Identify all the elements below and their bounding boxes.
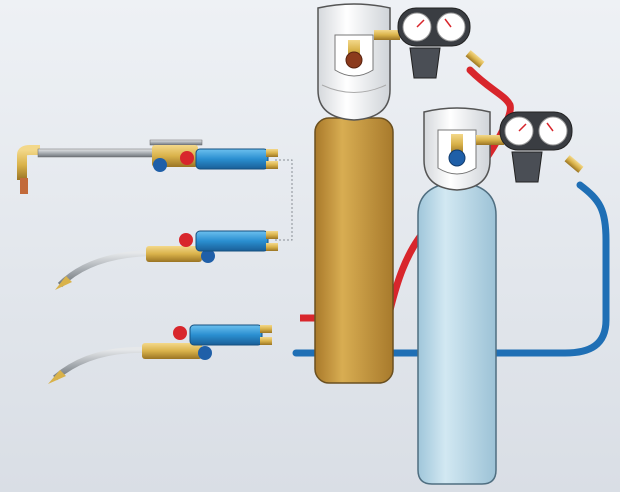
oxygen-valve xyxy=(451,134,463,154)
interchangeable-bracket xyxy=(275,159,293,241)
fuel-valve-knob xyxy=(179,233,193,247)
acetylene-regulator xyxy=(374,7,485,79)
welding-torch-lower xyxy=(48,324,272,384)
oxygen-regulator xyxy=(476,111,584,183)
oxygen-valve-knob xyxy=(448,149,466,167)
oxygen-cylinder xyxy=(417,107,497,485)
welding-tip xyxy=(48,370,66,384)
cutting-nozzle xyxy=(20,178,28,194)
blue-hose xyxy=(292,181,610,357)
oxygen-valve-knob xyxy=(198,346,212,360)
oxygen-valve-knob xyxy=(201,249,215,263)
cutting-lever xyxy=(149,139,203,146)
welding-torch-upper xyxy=(55,230,278,290)
oxygen-valve-knob xyxy=(153,158,167,172)
fuel-valve-knob xyxy=(180,151,194,165)
welding-tip xyxy=(55,276,72,290)
acetylene-cylinder xyxy=(314,3,394,384)
regulator-knob xyxy=(409,47,441,79)
regulator-knob xyxy=(511,151,543,183)
acetylene-valve-knob xyxy=(345,51,363,69)
cutting-torch xyxy=(17,139,278,194)
fuel-valve-knob xyxy=(173,326,187,340)
